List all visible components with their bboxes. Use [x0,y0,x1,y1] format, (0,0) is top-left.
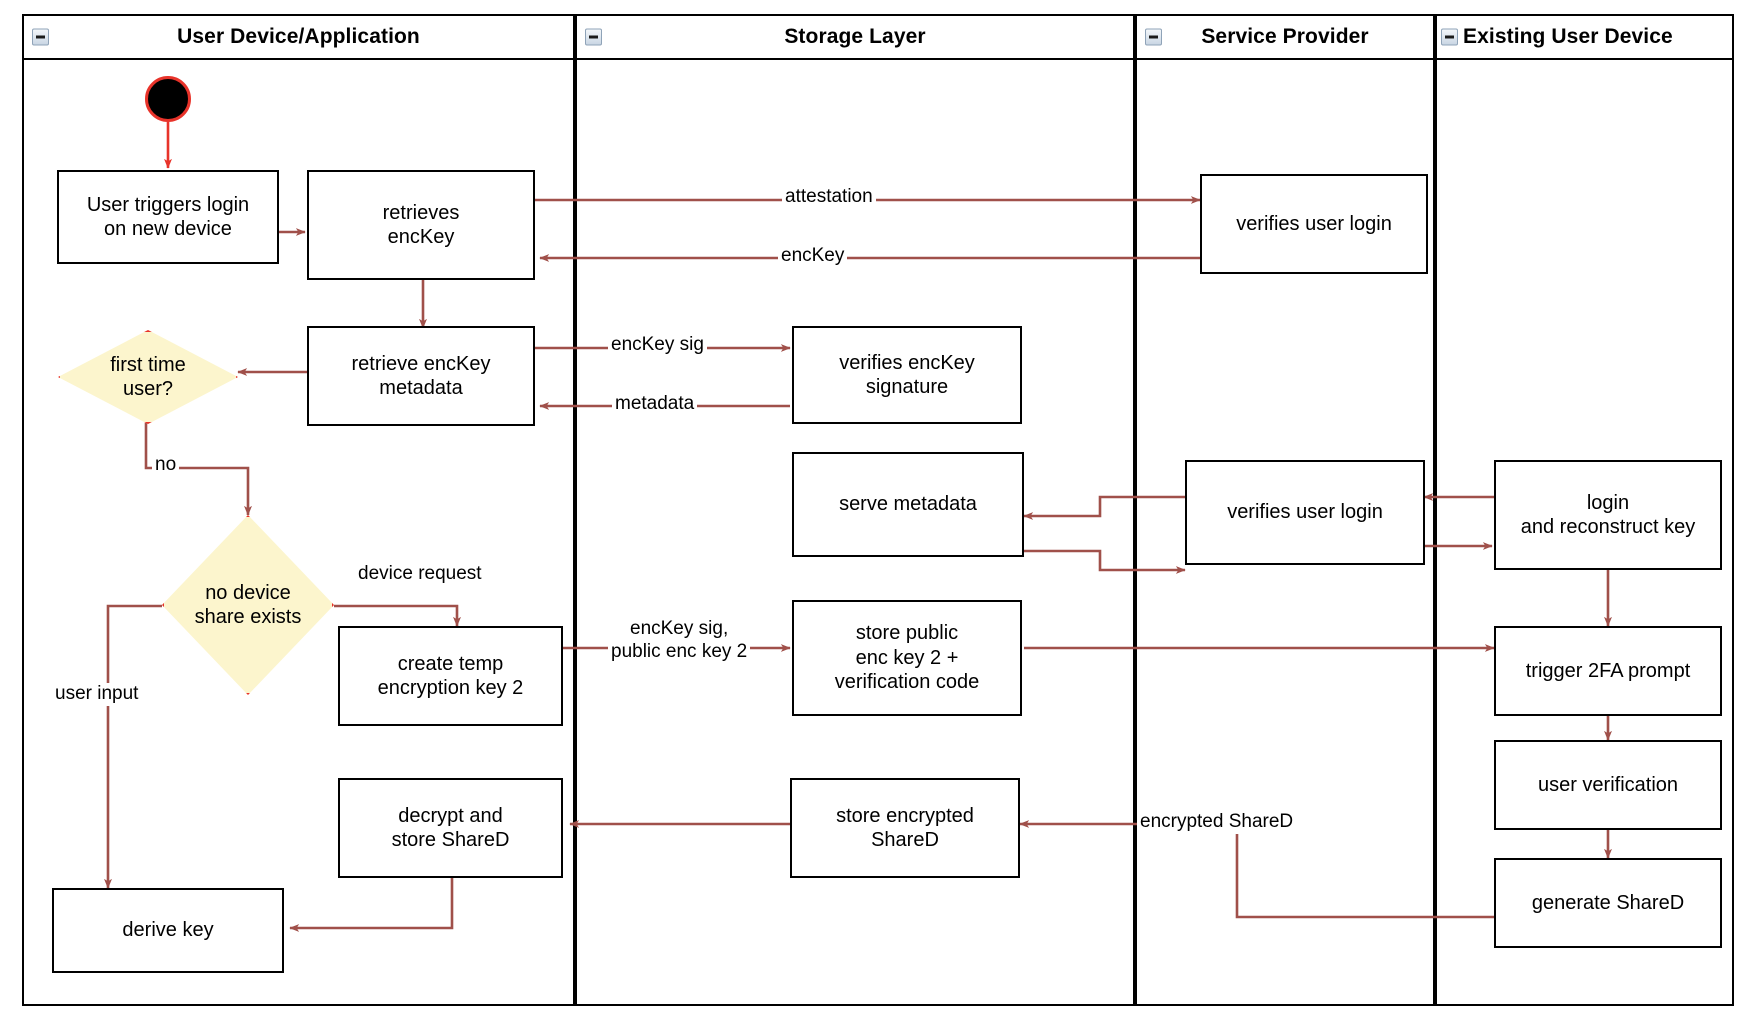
decision-no-device-share-exists[interactable]: no device share exists [162,515,334,695]
edge-label-encrypted-shared: encrypted ShareD [1137,811,1297,834]
node-decrypt-and-store-shared[interactable]: decrypt and store ShareD [338,778,563,878]
edge-label-enckey-sig-public-enc-key-2: encKey sig, public enc key 2 [608,618,751,664]
collapse-minus-icon[interactable] [585,28,602,46]
edge-label-no: no [152,454,180,477]
node-verifies-user-login-top[interactable]: verifies user login [1200,174,1428,274]
edge-label-device-request: device request [358,563,482,584]
edge-label-enckey-sig: encKey sig [608,334,707,357]
collapse-minus-icon[interactable] [1145,28,1162,46]
node-serve-metadata[interactable]: serve metadata [792,452,1024,557]
node-generate-shared[interactable]: generate ShareD [1494,858,1722,948]
node-retrieve-enckey-metadata[interactable]: retrieve encKey metadata [307,326,535,426]
node-verifies-enckey-signature[interactable]: verifies encKey signature [792,326,1022,424]
edge-label-attestation: attestation [782,186,876,209]
node-retrieves-enckey[interactable]: retrieves encKey [307,170,535,280]
node-trigger-2fa-prompt[interactable]: trigger 2FA prompt [1494,626,1722,716]
collapse-minus-icon[interactable] [1441,28,1458,46]
start-node[interactable] [145,76,191,122]
node-store-public-enc-key-2[interactable]: store public enc key 2 + verification co… [792,600,1022,716]
collapse-minus-icon[interactable] [32,28,49,46]
decision-first-time-user[interactable]: first time user? [58,330,238,424]
node-user-triggers-login[interactable]: User triggers login on new device [57,170,279,264]
node-user-verification[interactable]: user verification [1494,740,1722,830]
edge-label-user-input: user input [52,683,142,706]
node-derive-key[interactable]: derive key [52,888,284,973]
node-login-and-reconstruct-key[interactable]: login and reconstruct key [1494,460,1722,570]
edge-label-metadata: metadata [612,393,698,416]
edge-label-enckey: encKey [778,245,848,268]
node-store-encrypted-shared[interactable]: store encrypted ShareD [790,778,1020,878]
decision-label-no-device-share-exists: no device share exists [194,581,302,628]
node-verifies-user-login-mid[interactable]: verifies user login [1185,460,1425,565]
decision-label-first-time-user: first time user? [110,353,186,400]
node-create-temp-encryption-key-2[interactable]: create temp encryption key 2 [338,626,563,726]
